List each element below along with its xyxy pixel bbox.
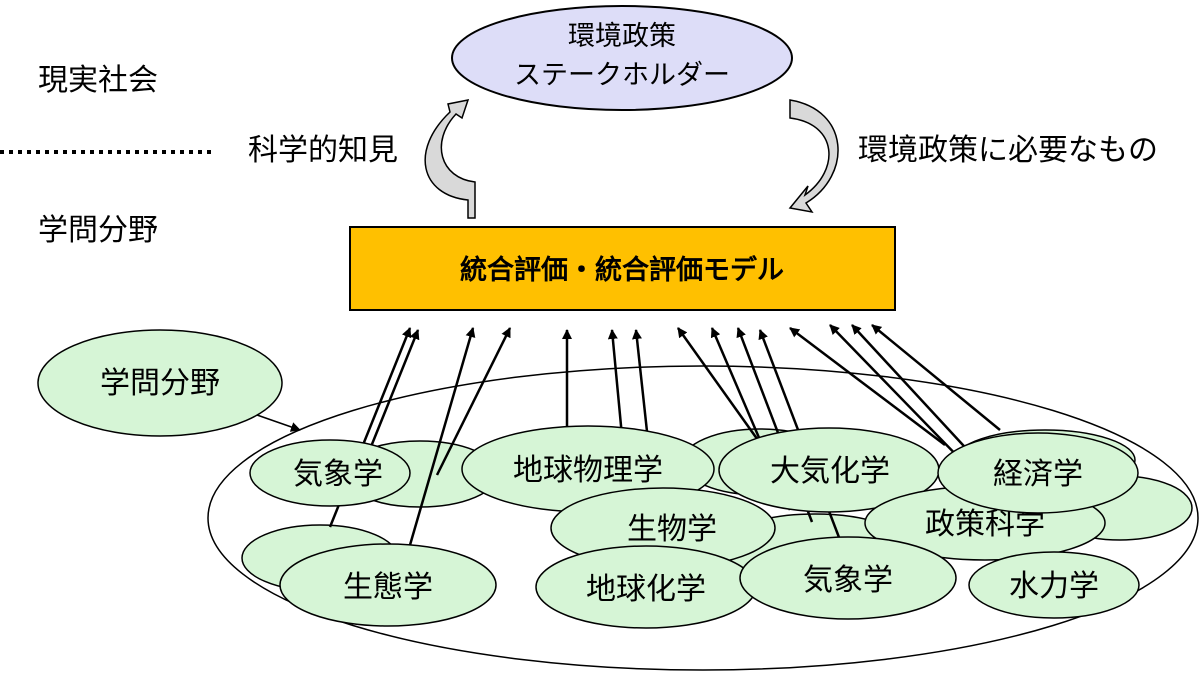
fields-label-ellipse	[37, 329, 283, 437]
curved-arrow-left	[424, 99, 476, 219]
field-label-atmospheric-chemistry: 大気化学	[770, 454, 890, 489]
contribution-arrow	[408, 327, 476, 546]
contribution-arrow	[871, 324, 1001, 431]
model-box-label: 統合評価・統合評価モデル	[460, 254, 784, 286]
field-label-ecology: 生態学	[343, 570, 433, 605]
curved-arrow-right	[788, 99, 839, 214]
stakeholder-line2: ステークホルダー	[514, 60, 730, 91]
field-label-hydraulics: 水力学	[1009, 569, 1099, 604]
field-ellipse-meteorology-2	[739, 536, 957, 620]
fields-label: 学問分野	[100, 366, 220, 401]
flow-label-scientific-knowledge: 科学的知見	[248, 133, 398, 168]
field-label-meteorology-2: 気象学	[803, 563, 893, 598]
field-ellipse-meteorology	[249, 439, 411, 507]
field-label-meteorology: 気象学	[293, 457, 383, 492]
stakeholder-line1: 環境政策	[568, 21, 676, 52]
field-ellipse-hydraulics	[968, 551, 1140, 619]
contribution-arrow	[789, 327, 946, 446]
flow-label-policy-needs: 環境政策に必要なもの	[858, 133, 1158, 168]
contribution-arrow	[676, 327, 767, 451]
layer-label-real-society: 現実社会	[38, 63, 158, 98]
fields-pointer-arrow	[256, 414, 301, 432]
contribution-arrow	[435, 327, 512, 476]
field-ellipse-ecology	[279, 543, 497, 627]
field-label-economics: 経済学	[993, 457, 1083, 492]
field-label-geochemistry: 地球化学	[586, 572, 706, 607]
field-label-geophysics: 地球物理学	[513, 453, 663, 488]
field-label-biology: 生物学	[627, 512, 717, 547]
layer-label-academic-fields: 学問分野	[38, 213, 158, 248]
model-box	[349, 226, 896, 311]
field-ellipse-economics	[937, 432, 1139, 514]
stakeholder-ellipse	[451, 5, 793, 111]
